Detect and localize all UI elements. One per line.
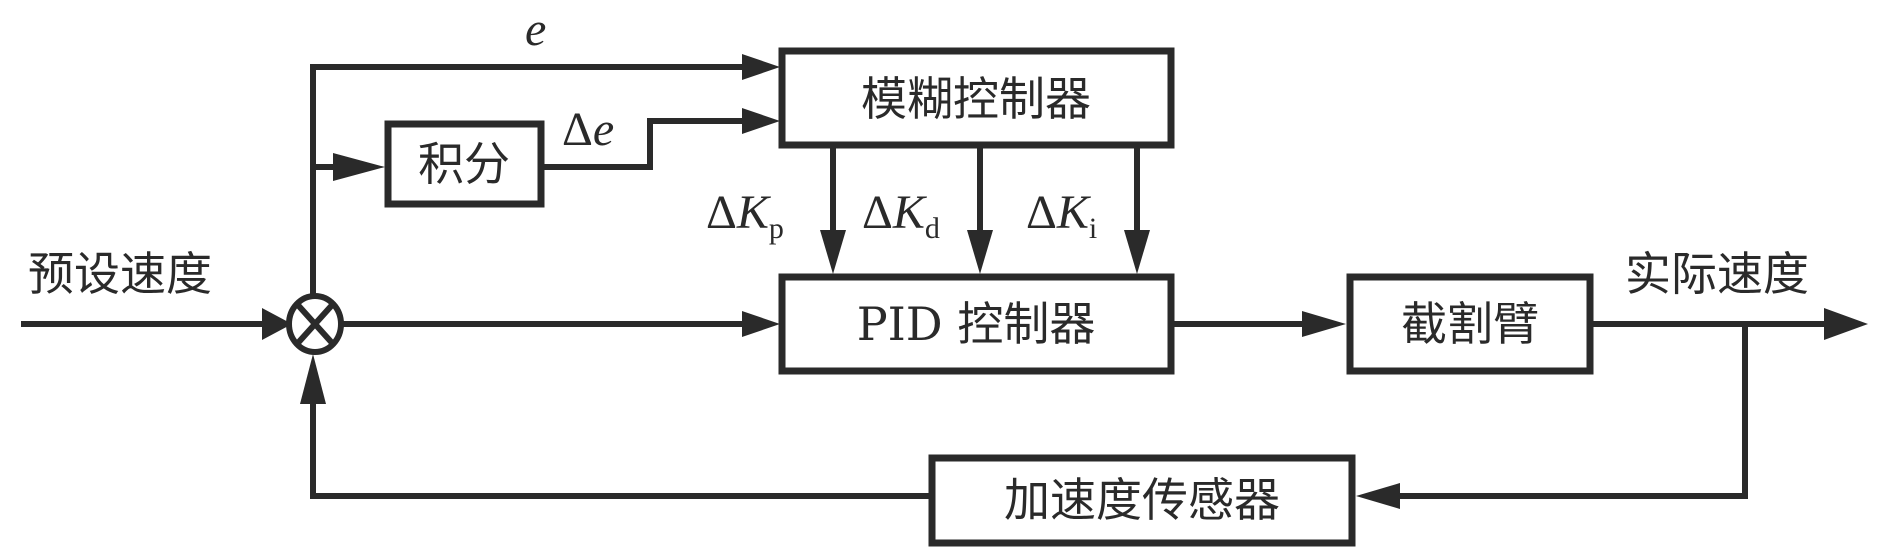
error-arrowhead <box>742 54 780 80</box>
fuzzy-controller-label: 模糊控制器 <box>861 72 1091 126</box>
feedback-arrowhead <box>1356 483 1400 509</box>
delta-kd-label: ΔKd <box>862 186 940 245</box>
integral-input-arrowhead <box>333 153 385 181</box>
delta-ki-arrowhead <box>1124 230 1150 274</box>
delta-kp-label: ΔKp <box>706 186 784 245</box>
junction-to-pid-arrowhead <box>742 311 780 337</box>
pid-controller-label: PID 控制器 <box>857 297 1096 351</box>
summing-junction <box>286 293 344 355</box>
input-arrowhead <box>262 308 292 340</box>
delta-e-label: Δe <box>562 103 614 156</box>
output-arrowhead <box>1824 308 1868 340</box>
accel-sensor-block <box>928 454 1356 547</box>
delta-e-arrowhead <box>742 108 780 134</box>
cutting-arm-label: 截割臂 <box>1401 297 1539 351</box>
delta-kp-arrowhead <box>820 230 846 274</box>
error-label: e <box>525 3 546 56</box>
input-label: 预设速度 <box>28 247 212 301</box>
delta-kd-arrowhead <box>967 230 993 274</box>
pid-to-arm-arrowhead <box>1302 311 1346 337</box>
sensor-to-junction-arrowhead <box>300 354 326 404</box>
output-label: 实际速度 <box>1625 247 1809 301</box>
pid-controller-block <box>778 273 1175 375</box>
feedback-branch-line <box>1392 321 1748 499</box>
delta-e-line <box>538 118 753 170</box>
integral-label: 积分 <box>418 137 510 191</box>
fuzzy-controller-block <box>778 47 1175 149</box>
accel-sensor-label: 加速度传感器 <box>1004 473 1280 527</box>
delta-ki-label: ΔKi <box>1026 186 1097 245</box>
sensor-to-junction-line <box>310 397 935 499</box>
